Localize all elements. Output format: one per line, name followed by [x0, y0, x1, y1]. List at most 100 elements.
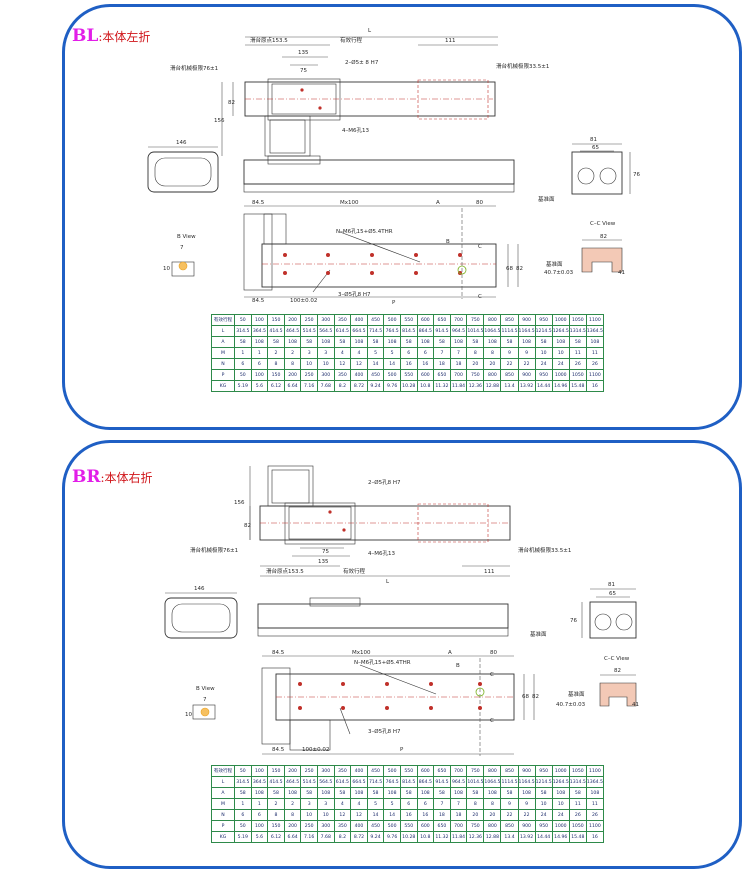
bl-dim-41: 41: [618, 270, 625, 276]
spec-cell: 250: [300, 820, 318, 832]
spec-cell: 58: [534, 787, 553, 799]
spec-cell: 714.5: [366, 776, 385, 788]
spec-cell: 11: [585, 798, 604, 810]
spec-cell: 5.19: [234, 380, 252, 392]
spec-stroke-cell: 350: [333, 765, 352, 777]
spec-cell: 16: [416, 809, 435, 821]
spec-cell: 514.5: [300, 776, 318, 788]
spec-cell: 464.5: [283, 776, 302, 788]
br-dim-82b: 82: [532, 694, 539, 700]
br-cc-82: 82: [614, 668, 621, 674]
spec-cell: 8.2: [333, 380, 352, 392]
spec-stroke-cell: 1000: [551, 765, 570, 777]
spec-cell: 1: [234, 798, 252, 810]
br-dim-1535: 滑台原点153.5: [266, 567, 304, 575]
bl-pin-label: 2–Ø5± 8 H7: [345, 59, 379, 66]
spec-cell: 5: [383, 798, 401, 810]
spec-cell: 764.5: [383, 776, 401, 788]
spec-stroke-cell: 650: [433, 765, 451, 777]
spec-cell: 364.5: [250, 776, 269, 788]
spec-cell: 7: [449, 798, 468, 810]
bl-dim-stroke: 有效行程: [340, 36, 363, 44]
bl-dim-65: 65: [592, 145, 599, 151]
bl-dim-A: A: [436, 200, 440, 206]
spec-stroke-cell: 150: [267, 765, 285, 777]
spec-cell: 964.5: [449, 776, 468, 788]
spec-cell: 300: [316, 820, 335, 832]
spec-cell: 8.2: [333, 831, 352, 843]
spec-cell: 16: [585, 380, 604, 392]
spec-cell: 500: [383, 820, 401, 832]
spec-cell: 15.48: [568, 831, 587, 843]
bl-motor-left: 滑台机械极限76±1: [170, 64, 218, 72]
spec-cell: 1314.5: [568, 776, 587, 788]
spec-cell: 22: [500, 809, 519, 821]
spec-cell: 26: [568, 809, 587, 821]
spec-cell: 450: [366, 820, 385, 832]
spec-cell: 10.28: [399, 380, 418, 392]
spec-row-label: L: [211, 776, 235, 788]
br-ref2: 基准面: [568, 690, 585, 698]
spec-cell: 108: [416, 787, 435, 799]
bl-dim-80: 80: [476, 200, 483, 206]
spec-cell: 1050: [568, 820, 587, 832]
br-dim-P: P: [400, 747, 404, 753]
spec-cell: 650: [433, 820, 451, 832]
spec-cell: 12.36: [466, 380, 485, 392]
br-ref-face: 基准面: [530, 630, 547, 638]
bl-dim-7: 7: [180, 245, 184, 251]
spec-stroke-cell: 400: [350, 765, 368, 777]
spec-cell: 6: [250, 809, 269, 821]
spec-cell: 18: [449, 809, 468, 821]
spec-cell: 200: [283, 820, 302, 832]
spec-stroke-cell: 950: [534, 765, 553, 777]
bl-ccview: C–C View: [590, 221, 616, 227]
spec-cell: 814.5: [399, 776, 418, 788]
bl-C-top: C: [478, 244, 482, 250]
spec-stroke-cell: 550: [399, 765, 418, 777]
spec-cell: 16: [399, 809, 418, 821]
spec-cell: 5.19: [234, 831, 252, 843]
spec-stroke-cell: 1050: [568, 765, 587, 777]
spec-cell: 5: [366, 798, 385, 810]
spec-cell: 914.5: [433, 776, 451, 788]
br-nholes-label: N–M6孔15+Ø5.4THR: [354, 658, 411, 666]
br-dim-41: 41: [632, 702, 639, 708]
spec-cell: 58: [466, 336, 485, 348]
spec-cell: 1264.5: [551, 776, 570, 788]
spec-row-label: P: [211, 820, 235, 832]
br-pin2-label: 3–Ø5孔8 H7: [368, 727, 401, 735]
spec-cell: 18: [433, 809, 451, 821]
br-B-label: B: [456, 663, 460, 669]
spec-stroke-cell: 450: [366, 765, 385, 777]
spec-cell: 22: [517, 809, 536, 821]
bl-dim-845-bottom: 84.5: [252, 298, 265, 304]
spec-cell: 7.68: [316, 831, 335, 843]
bl-dim-68: 68: [506, 266, 513, 272]
spec-header-label: 有效行程: [211, 765, 235, 777]
br-dim-81: 81: [608, 582, 615, 588]
br-dim-156: 156: [234, 500, 245, 506]
spec-cell: 10: [300, 809, 318, 821]
spec-cell: 2: [283, 798, 302, 810]
spec-cell: 12.88: [483, 380, 502, 392]
br-dim-65: 65: [609, 591, 616, 597]
spec-cell: 1214.5: [534, 776, 553, 788]
spec-cell: 58: [366, 787, 385, 799]
spec-cell: 3: [300, 798, 318, 810]
spec-cell: 8: [283, 809, 302, 821]
spec-cell: 2: [267, 798, 285, 810]
spec-stroke-cell: 800: [483, 765, 502, 777]
spec-cell: 1164.5: [517, 776, 536, 788]
br-dim-10: 10: [185, 712, 192, 718]
spec-stroke-cell: 750: [466, 765, 485, 777]
bl-dim-82: 82: [228, 100, 235, 106]
spec-cell: 5.6: [250, 380, 269, 392]
bl-dim-407: 40.7±0.03: [544, 270, 574, 276]
